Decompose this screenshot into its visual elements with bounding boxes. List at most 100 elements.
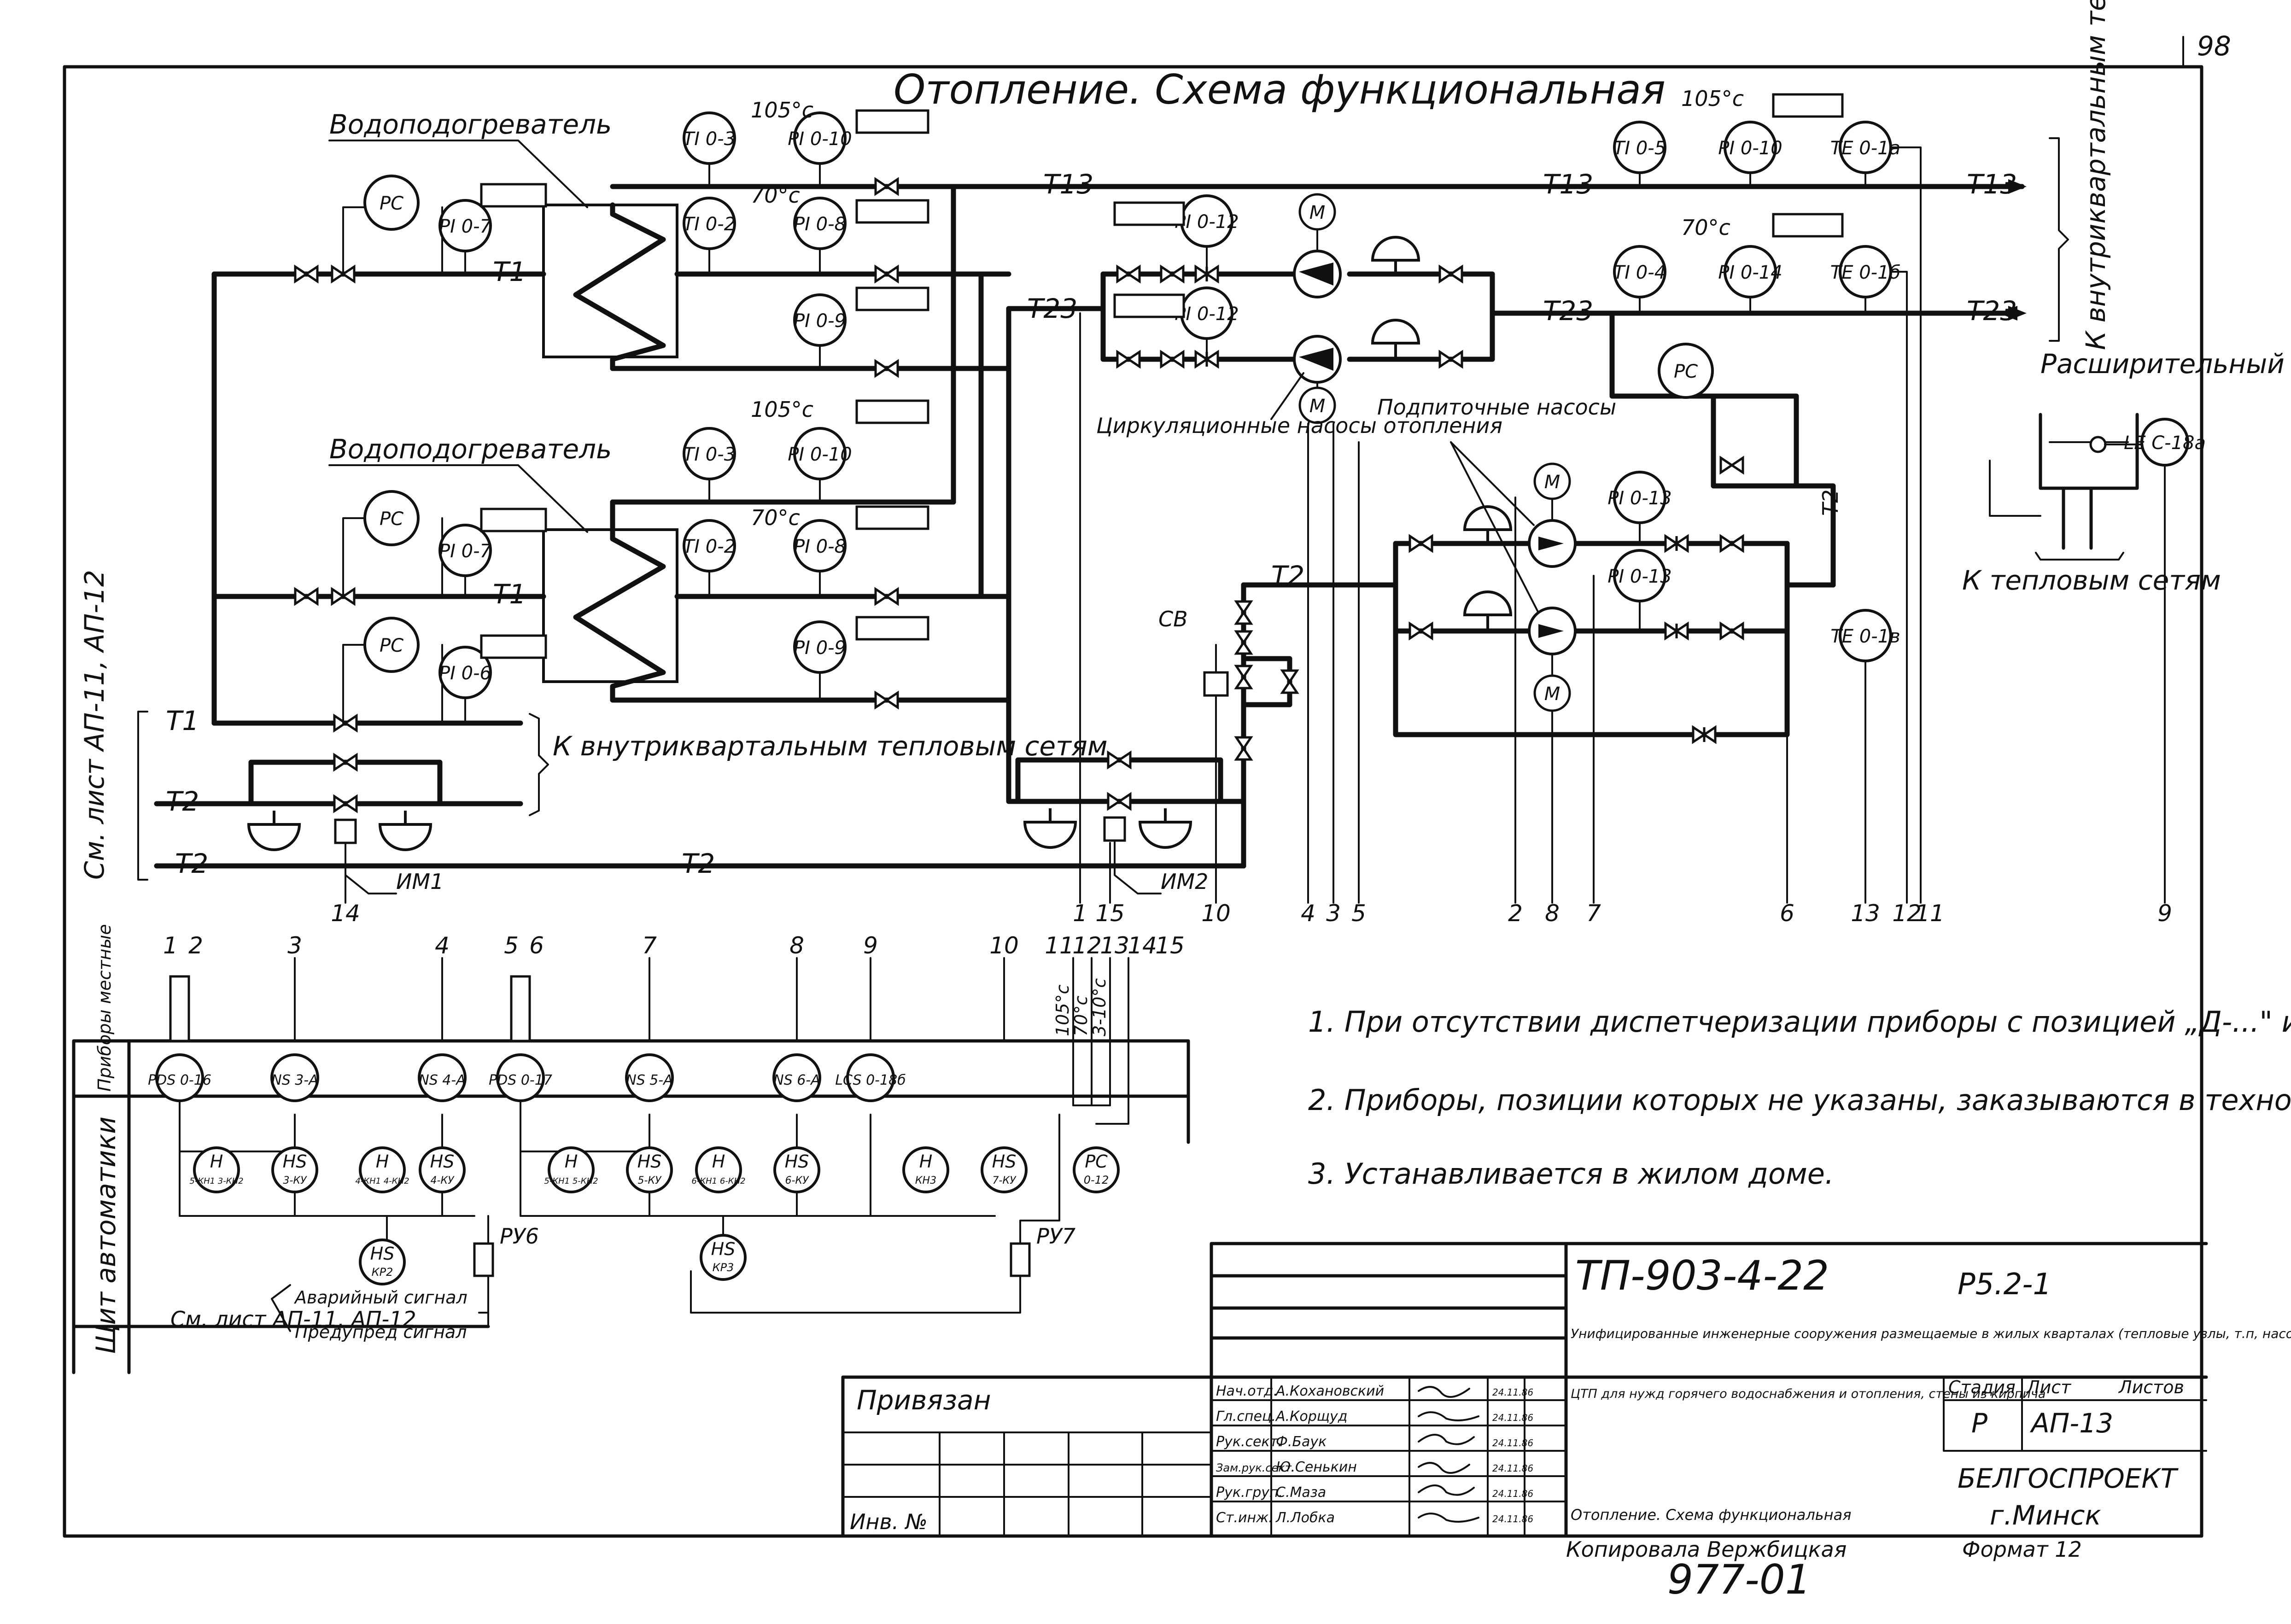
pipe-network-left [154,184,2025,869]
svg-text:15: 15 [1095,900,1125,927]
svg-text:H: H [210,1151,223,1172]
setpoint-3-10: 3-10°c [1089,978,1110,1036]
stage-header: Стадия [1948,1377,2016,1397]
svg-text:6: 6 [1780,900,1794,927]
setpoint-105: 105°c [1052,984,1073,1036]
instrument-labels-left: PC PI 0-7 PC PI 0-7 PC PI 0-6 TI 0-3 PI … [380,129,852,684]
panel-row-auto: Щит автоматики [90,1116,122,1354]
svg-text:24.11.86: 24.11.86 [1492,1488,1533,1499]
svg-text:6-КН1 6-КН2: 6-КН1 6-КН2 [691,1176,745,1186]
svg-text:HS: HS [992,1151,1017,1172]
pipe-t23-c: Т23 [1967,295,2017,327]
svg-text:1: 1 [163,932,178,959]
cb-label: СВ [1158,607,1188,631]
svg-text:LCS 0-18б: LCS 0-18б [835,1072,906,1088]
svg-text:H: H [376,1151,389,1172]
svg-text:7-КУ: 7-КУ [993,1175,1017,1186]
temp-70-r: 70°c [1681,215,1730,240]
panel-auto-devices [193,1146,1120,1285]
svg-text:12: 12 [1892,900,1922,927]
code-right: Р5.2-1 [1958,1268,2051,1302]
pipe-t1-a: Т1 [493,256,526,287]
temp-105-b: 105°c [751,397,813,422]
pi-0-6-label: PI 0-6 [439,663,491,684]
format-label: Формат 12 [1962,1537,2082,1562]
svg-text:13: 13 [1100,932,1129,959]
signal-lines [345,312,1866,904]
svg-text:NS 3-А: NS 3-А [271,1072,318,1088]
pi-0-9-label-2: PI 0-9 [794,637,846,659]
svg-text:9: 9 [2157,900,2172,927]
svg-text:NS 5-А: NS 5-А [626,1072,672,1088]
svg-text:10: 10 [1201,900,1231,927]
te-0-1a-label: TE 0-1а [1830,138,1900,159]
stamp-names: А.Кохановский А.Корщуд Ф.Баук Ю.Сенькин … [1275,1383,1384,1526]
svg-text:КН3: КН3 [915,1175,936,1186]
svg-text:1: 1 [1073,900,1087,927]
org-name: БЕЛГОСПРОЕКТ [1958,1463,2179,1494]
svg-text:Рук.груп.: Рук.груп. [1216,1484,1283,1501]
svg-text:4-КН1 4-КН2: 4-КН1 4-КН2 [355,1176,409,1186]
svg-text:HS: HS [785,1151,809,1172]
svg-text:HS: HS [370,1244,395,1264]
ti-0-2-label-1: TI 0-2 [683,214,736,235]
pi-0-13-label-2: PI 0-13 [1607,566,1671,587]
stamp-dates: 24.11.86 24.11.86 24.11.86 24.11.86 24.1… [1492,1387,1533,1525]
note-3: 3. Устанавливается в жилом доме. [1308,1157,1834,1191]
panel-local-labels: PDS 0-16 NS 3-А NS 4-А PDS 0-17 NS 5-А N… [148,1072,906,1088]
drawing-frame [63,36,2203,1538]
pipe-t1-b: Т1 [493,578,526,610]
pipe-t2-b: Т2 [175,848,208,879]
pipe-t2-a: Т2 [166,786,199,817]
pi-0-8-label-1: PI 0-8 [794,214,846,235]
note-2: 2. Приборы, позиции которых не указаны, … [1308,1083,2291,1117]
svg-text:24.11.86: 24.11.86 [1492,1387,1533,1398]
svg-text:5-КУ: 5-КУ [638,1175,662,1186]
heater-1-label: Водоподогреватель [329,109,612,140]
panel-auto-labels: H 5-КН1 3-КН2 HS 3-КУ H 4-КН1 4-КН2 HS 4… [189,1151,1109,1279]
bound-label: Привязан [857,1384,991,1416]
svg-text:24.11.86: 24.11.86 [1492,1412,1533,1423]
pi-0-13-label-1: PI 0-13 [1607,488,1671,509]
svg-text:10: 10 [989,932,1019,959]
svg-text:11: 11 [1915,900,1945,927]
svg-text:PDS 0-17: PDS 0-17 [489,1072,552,1088]
svg-text:12: 12 [1072,932,1102,959]
svg-text:2: 2 [188,932,203,959]
ru7-label: РУ7 [1036,1224,1075,1249]
to-inner-net-right: К внутриквартальным тепловым сетям [2080,0,2111,350]
pi-0-10-label-1: PI 0-10 [788,129,852,150]
water-heater-1 [542,202,678,371]
see-sheet-bottom: См. лист АП-11, АП-12 [170,1307,416,1332]
cb-valve-column [1203,582,1297,869]
corner-sheet-number: 98 [2197,30,2231,62]
panel-row-local: Приборы местные [94,924,115,1092]
svg-text:HS: HS [430,1151,455,1172]
svg-text:Ф.Баук: Ф.Баук [1276,1434,1327,1450]
stage-value: Р [1971,1408,1987,1439]
pi-0-12-label-1: PI 0-12 [1175,211,1239,233]
see-sheet-bracket [137,711,148,881]
svg-text:PDS 0-16: PDS 0-16 [148,1072,211,1088]
pipe-t2-e: Т2 [1818,490,1843,516]
svg-text:H: H [919,1151,933,1172]
heater-2-label: Водоподогреватель [329,433,612,465]
temp-70-b: 70°c [751,505,800,530]
pi-0-7-label-1: PI 0-7 [439,216,492,237]
expansion-tank [1989,413,2166,904]
svg-text:24.11.86: 24.11.86 [1492,1463,1533,1474]
pipe-t13-b: Т13 [1543,169,1593,200]
im1-label: ИМ1 [396,869,444,894]
copied-by: Копировала Вержбицкая [1566,1537,1847,1562]
makeup-pumps-label: Подпиточные насосы [1377,395,1616,420]
svg-text:HS: HS [711,1239,736,1259]
pipe-t2-c: Т2 [682,848,715,879]
pi-0-12-label-2: PI 0-12 [1175,304,1239,325]
svg-text:7: 7 [1586,900,1601,927]
ti-0-4-label: TI 0-4 [1613,262,1666,283]
svg-text:4: 4 [435,932,450,959]
svg-text:Л.Лобка: Л.Лобка [1275,1510,1335,1526]
ti-0-3-label-2: TI 0-3 [683,444,736,465]
panel-top-numbers: 1 2 3 4 5 6 7 8 9 10 11 12 13 14 15 [163,932,1185,959]
